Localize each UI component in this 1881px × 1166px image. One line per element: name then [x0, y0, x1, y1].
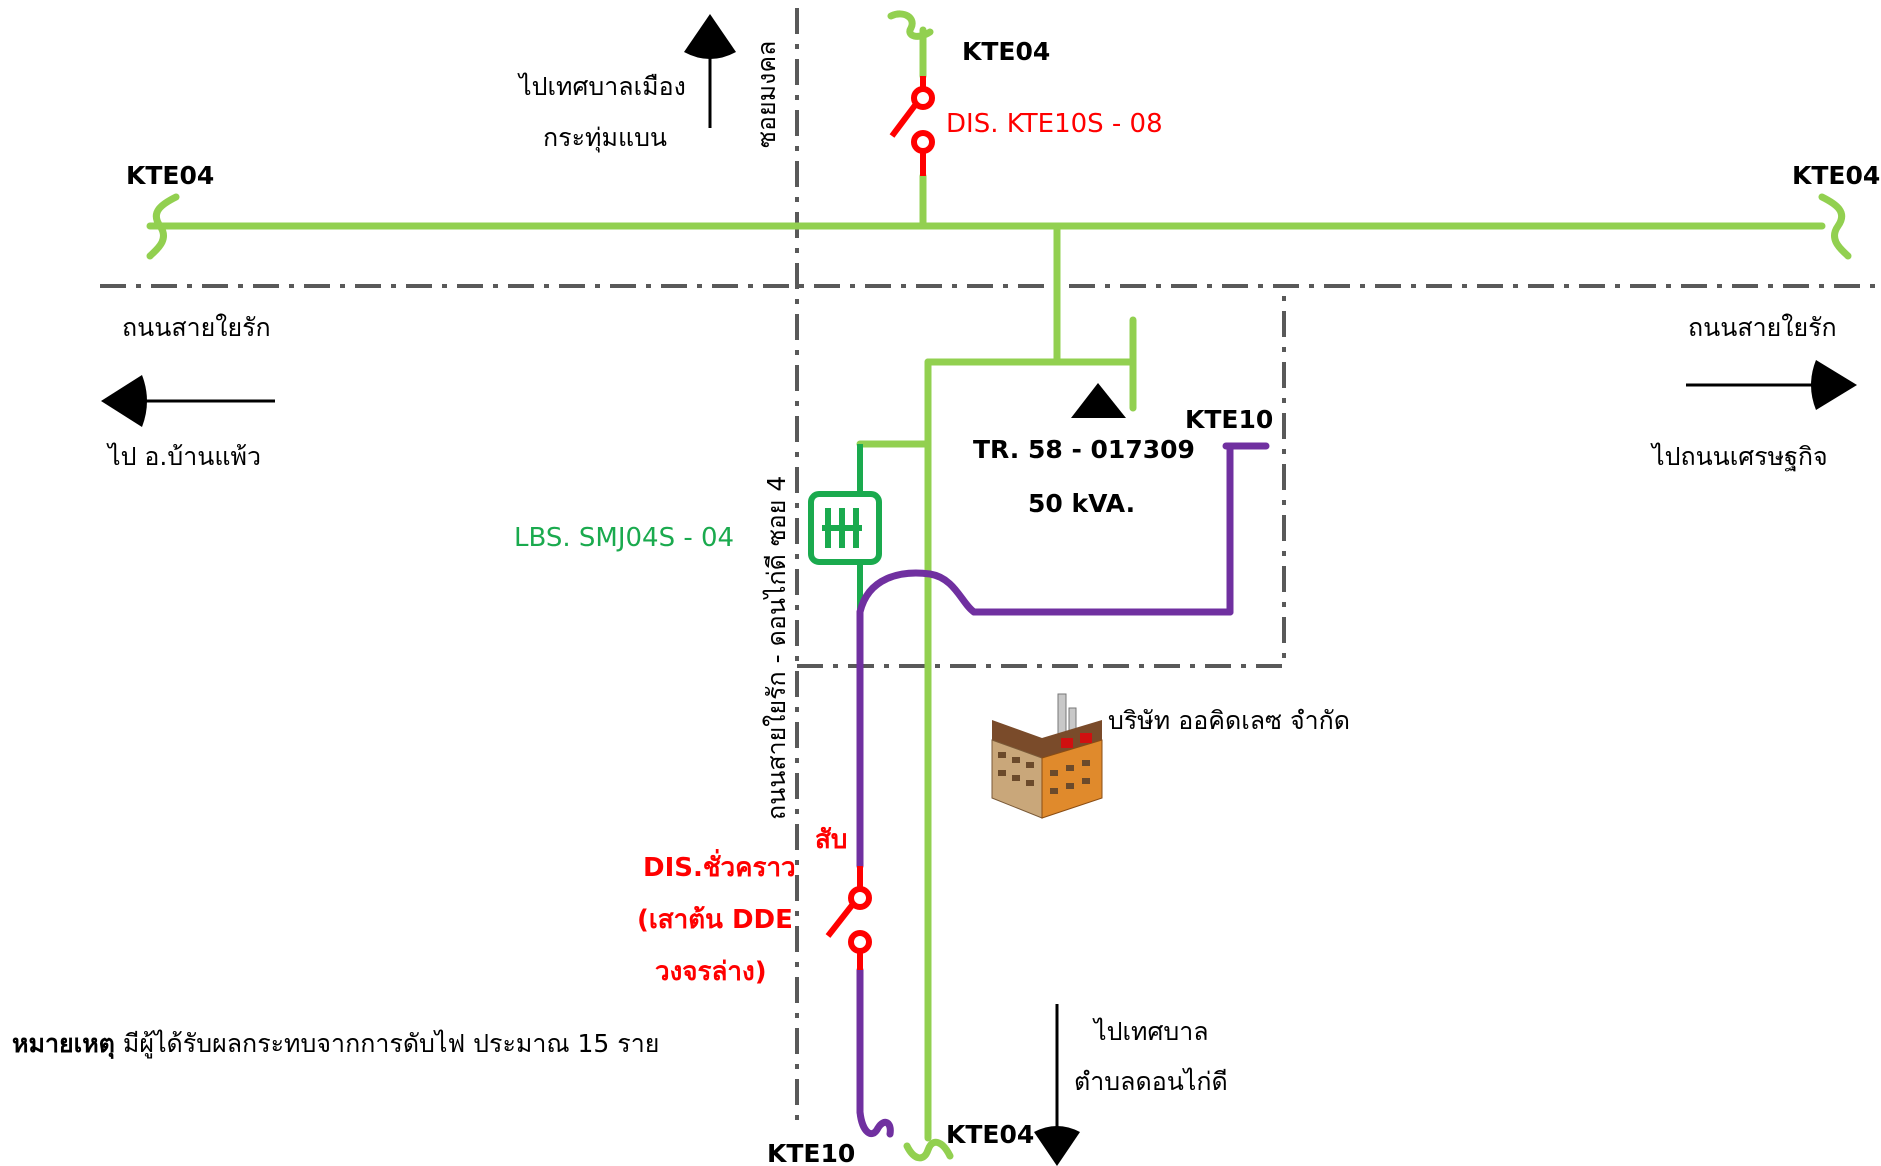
dis-bottom-contact: [911, 130, 935, 154]
feeder-kte04: [146, 10, 1852, 1162]
customer-name-label: บริษัท ออคิดเลซ จำกัด: [1108, 706, 1350, 735]
feeder-label-left: KTE04: [126, 161, 214, 190]
arrow-down-icon: [1034, 1126, 1080, 1166]
dis-blade: [889, 102, 919, 138]
road-left-label: ถนนสายใยรัก: [122, 313, 271, 342]
feeder-label-bottom-purple: KTE10: [767, 1139, 855, 1166]
transformer-id-label: TR. 58 - 017309: [973, 435, 1195, 464]
arrow-right-icon: [1811, 360, 1857, 410]
dis-temp-label-1: DIS.ชั่วคราว: [643, 848, 796, 883]
lbs-symbol: [808, 491, 882, 565]
lbs-label: LBS. SMJ04S - 04: [514, 523, 734, 553]
feeder-label-tr-right: KTE10: [1185, 405, 1273, 434]
note-text: มีผู้ได้รับผลกระทบจากการดับไฟ ประมาณ 15 …: [115, 1029, 660, 1059]
dis-kte10s-08-symbol: [889, 76, 935, 176]
cable-end-bottom-green: [903, 1138, 954, 1162]
factory-windows: [998, 752, 1090, 794]
arrow-up-icon: [684, 14, 736, 59]
dis-temp-label-2: (เสาต้น DDE: [637, 905, 793, 935]
factory-window: [1012, 757, 1020, 763]
cable-end-top: [887, 10, 934, 40]
cable-end-left: [146, 193, 180, 260]
direction-bottom-label-1: ไปเทศบาล: [1092, 1017, 1209, 1046]
factory-window: [1082, 760, 1090, 766]
factory-icon: [991, 693, 1103, 819]
kte10-arc: [856, 569, 978, 616]
feeder-label-right: KTE04: [1792, 161, 1880, 190]
direction-arrows: [101, 14, 1857, 1166]
feeder-label-bottom-green: KTE04: [946, 1120, 1034, 1149]
factory-window: [1050, 770, 1058, 776]
dis-temp-top-contact: [848, 886, 872, 910]
factory-window: [1066, 783, 1074, 789]
arrow-left-icon: [101, 375, 147, 427]
feeder-kte10: [856, 442, 1270, 1138]
cable-end-bottom-purple: [856, 1108, 894, 1138]
road-vertical-label: ถนนสายใยรัก - ดอนไก่ดี ซอย 4: [762, 476, 791, 820]
factory-window: [1026, 762, 1034, 768]
dis-temp-blade: [825, 902, 856, 938]
road-right-label: ถนนสายใยรัก: [1688, 313, 1837, 342]
factory-window: [1066, 765, 1074, 771]
factory-roof: [992, 720, 1102, 758]
direction-bottom-label-2: ตำบลดอนไก่ดี: [1074, 1067, 1228, 1096]
direction-top-label-1: ไปเทศบาลเมือง: [517, 72, 686, 101]
transformer-rating-label: 50 kVA.: [1028, 489, 1135, 518]
dis-top-contact: [911, 86, 935, 110]
factory-window: [1012, 775, 1020, 781]
road-soi-top-label: ซอยมงคล: [752, 41, 781, 148]
direction-left-label: ไป อ.บ้านแพ้ว: [106, 442, 261, 471]
transformer-triangle-icon: [1071, 383, 1126, 418]
feeder-label-top: KTE04: [962, 37, 1050, 66]
dis-temp-bottom-contact: [848, 930, 872, 954]
factory-sign: [1061, 738, 1073, 748]
factory-window: [998, 770, 1006, 776]
dis-kte10s-08-label: DIS. KTE10S - 08: [946, 109, 1163, 139]
factory-window: [998, 752, 1006, 758]
factory-window: [1050, 788, 1058, 794]
dis-temp-symbol: [825, 866, 872, 970]
lbs-box: [808, 491, 882, 565]
factory-side: [1041, 739, 1103, 819]
road-lines: [100, 8, 1881, 1120]
customer-boundary-line: [797, 286, 1286, 668]
factory-window: [1026, 780, 1034, 786]
factory-window: [1082, 778, 1090, 784]
factory-sign-2: [1080, 733, 1092, 743]
dis-temp-label-3: วงจรล่าง): [655, 957, 767, 987]
dis-temp-state-label: สับ: [815, 825, 847, 855]
direction-top-label-2: กระทุ่มแบน: [543, 123, 667, 153]
note: หมายเหตุ มีผู้ได้รับผลกระทบจากการดับไฟ ป…: [12, 1029, 659, 1060]
cable-end-right: [1818, 193, 1852, 260]
direction-right-label: ไปถนนเศรษฐกิจ: [1650, 442, 1828, 471]
note-label: หมายเหตุ: [12, 1029, 115, 1060]
